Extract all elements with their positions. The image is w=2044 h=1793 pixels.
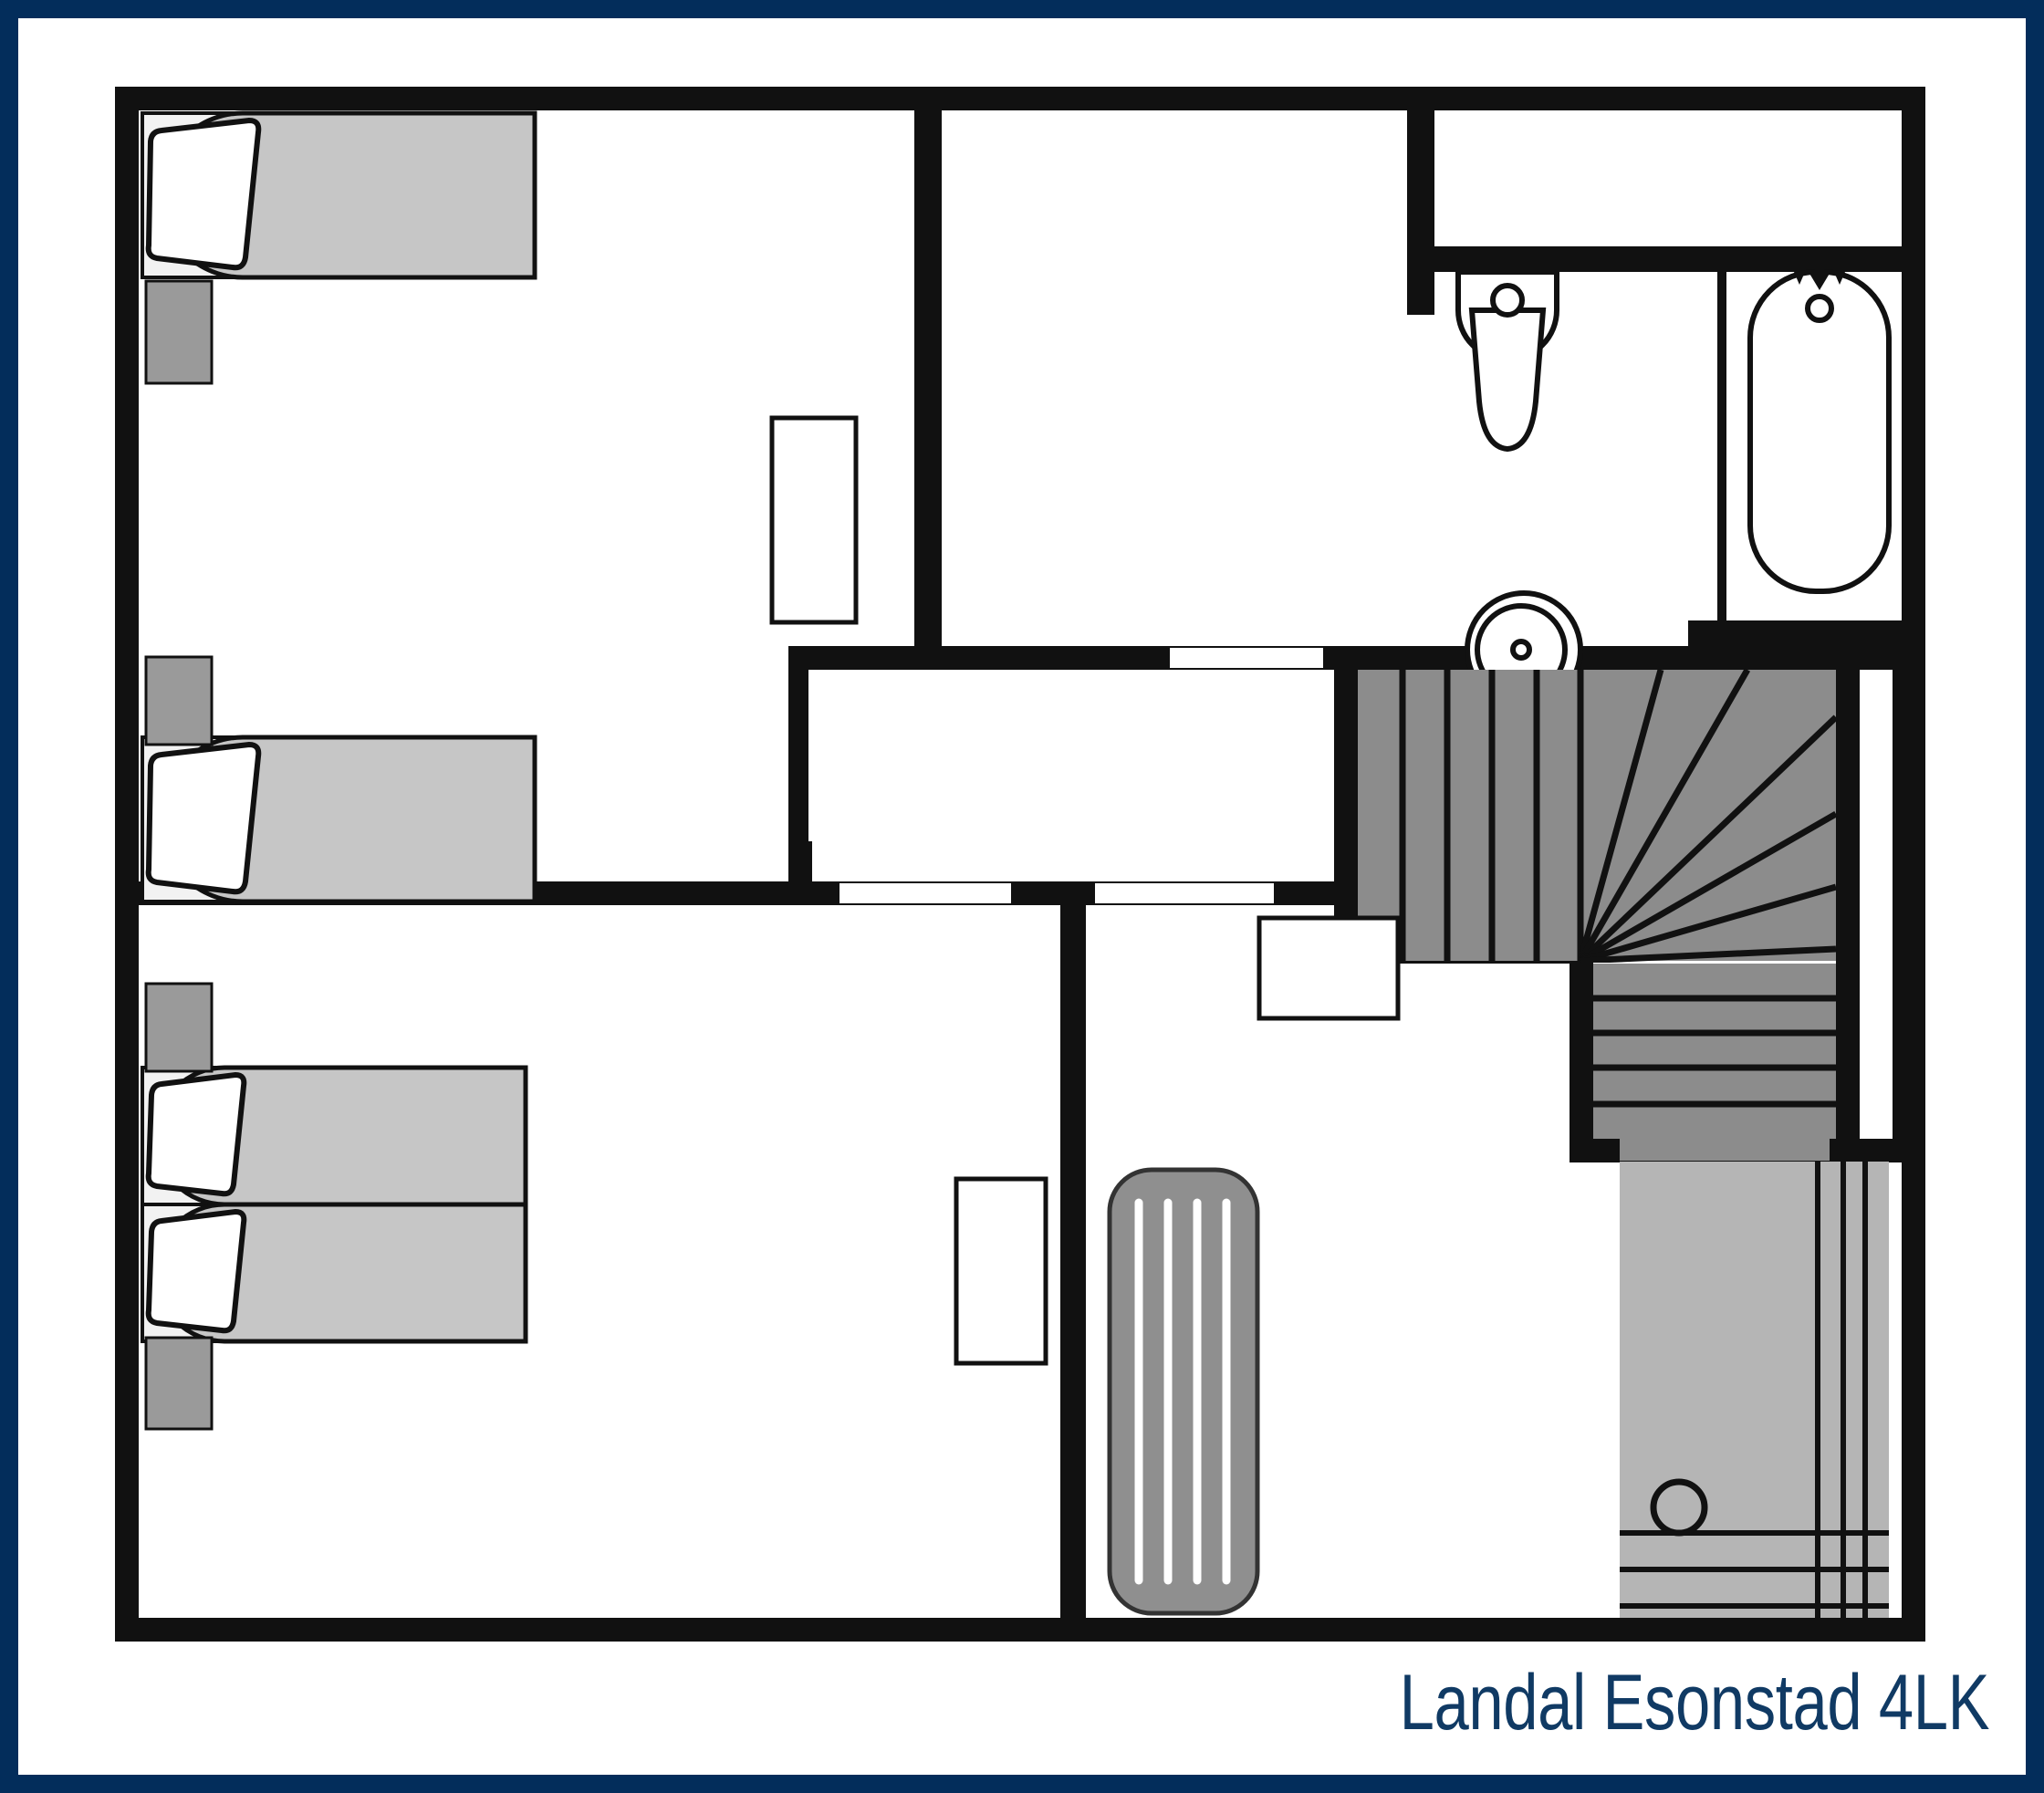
door-group xyxy=(808,648,1893,1102)
stair-treads-vertical xyxy=(1399,670,1584,961)
page-border-left xyxy=(0,0,18,1793)
bed-pillow xyxy=(145,741,262,895)
wall-hallway-left xyxy=(788,646,812,905)
door-opening-bedroom3[interactable] xyxy=(840,883,1011,903)
bed-pillow xyxy=(145,1071,247,1197)
bed-pillow xyxy=(145,117,262,271)
door-opening-stairwell[interactable] xyxy=(1860,701,1893,1102)
wall-stairwell-inner-vertical xyxy=(1570,947,1593,1162)
door-opening-bathroom[interactable] xyxy=(1170,648,1323,668)
wall-stairwell-left xyxy=(1334,657,1358,963)
toilet-bowl xyxy=(1468,308,1547,453)
shower-drain xyxy=(1650,1478,1708,1537)
closet-landing[interactable] xyxy=(1257,915,1401,1021)
stair-flight-upper xyxy=(1358,670,1836,961)
floor-plan-canvas: Landal Esonstad 4LK xyxy=(18,18,2026,1775)
floor-plan-drawing xyxy=(115,87,1925,1642)
radiator-lower-upper xyxy=(144,982,214,1073)
stair-treads-winder xyxy=(1577,668,1839,963)
bathtub-drain xyxy=(1805,294,1834,323)
plan-title: Landal Esonstad 4LK xyxy=(1399,1659,1989,1746)
double-bed-middle[interactable] xyxy=(141,735,537,904)
page-border-top xyxy=(0,0,2044,18)
wall-stairwell-top xyxy=(1334,646,1902,670)
shower-threshold xyxy=(1620,1139,1830,1161)
toilet[interactable] xyxy=(1455,269,1559,453)
double-bed-top[interactable] xyxy=(141,110,537,280)
door-opening-landing[interactable] xyxy=(1095,883,1274,903)
bunk-bed-upper[interactable] xyxy=(141,1065,528,1207)
wall-bathtub-bottom-ledge xyxy=(1688,620,1902,646)
toilet-flush-button xyxy=(1490,283,1525,318)
bathtub-tap-handle-left xyxy=(1794,272,1805,285)
radiator-left-middle xyxy=(144,655,214,746)
bathtub-tap-handle-right xyxy=(1834,272,1845,285)
stair-flight-lower xyxy=(1593,964,1836,1139)
sofa-bench[interactable] xyxy=(1107,1167,1260,1616)
wall-vertical-lower-divider xyxy=(1060,905,1086,1618)
bathtub[interactable] xyxy=(1747,269,1892,594)
stair-treads-horizontal xyxy=(1593,995,1836,1108)
bunk-bed-lower[interactable] xyxy=(141,1202,528,1344)
radiator-left-upper xyxy=(144,279,214,385)
washbasin-drain xyxy=(1510,639,1532,661)
bathtub-faucet xyxy=(1809,272,1830,290)
shower-door-tracks xyxy=(1620,1162,1889,1618)
page-border-right xyxy=(2026,0,2044,1793)
wardrobe-alcove[interactable] xyxy=(769,415,859,625)
radiator-lower-lower xyxy=(144,1336,214,1431)
winder-staircase[interactable] xyxy=(1358,668,1839,1139)
wall-stairwell-right-outer xyxy=(1893,657,1905,1162)
shower-floor xyxy=(1620,1162,1889,1618)
page-border-bottom xyxy=(0,1775,2044,1793)
sofa-body xyxy=(1107,1167,1260,1616)
wardrobe-bottom[interactable] xyxy=(954,1176,1048,1366)
wall-stairwell-right-inner xyxy=(1836,657,1860,1162)
door-opening-hallway-left[interactable] xyxy=(808,670,825,841)
sofa-cushion-lines xyxy=(1134,1198,1231,1585)
wall-bathtub-divider xyxy=(1717,272,1726,630)
shower-tray[interactable] xyxy=(1620,1162,1889,1618)
wall-bathroom-alcove-ledge xyxy=(1407,246,1902,272)
wall-bathroom-alcove-stub xyxy=(1407,110,1434,247)
wall-vertical-bedroom-divider xyxy=(914,110,942,658)
bed-pillow xyxy=(145,1208,247,1334)
